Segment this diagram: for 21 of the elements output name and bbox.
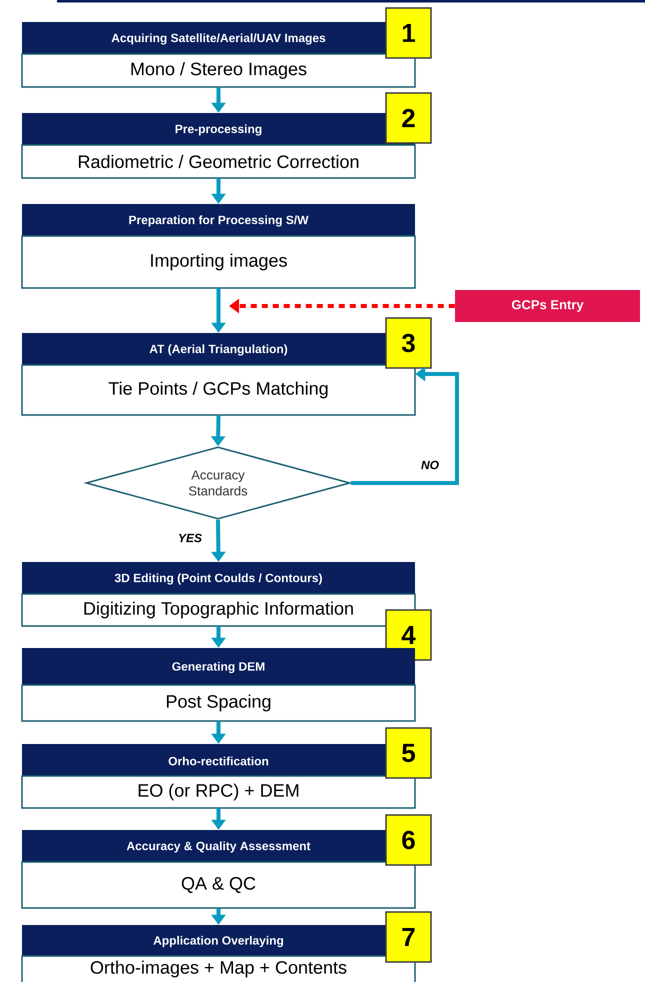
edge-label: YES xyxy=(177,532,203,544)
edge-label: NO xyxy=(420,460,440,470)
input-tag: GCPs Entry xyxy=(455,290,640,322)
node-label: Post Spacing xyxy=(166,694,270,712)
process-box: 3D Editing (Point Coulds / Contours) Digitizing Topographic Information xyxy=(21,562,416,627)
node-label: EO (or RPC) + DEM xyxy=(138,784,298,800)
node-label: Pre-processing xyxy=(176,124,262,136)
node-label: Preparation for Processing S/W xyxy=(129,215,308,227)
step-number-badge: 2 xyxy=(385,92,432,144)
step-number-badge: 6 xyxy=(385,814,432,866)
step-number-badge: 1 xyxy=(385,7,432,59)
process-box: Generating DEM Post Spacing xyxy=(21,648,416,722)
node-label: Acquiring Satellite/Aerial/UAV Images xyxy=(112,33,326,45)
node-label: Digitizing Topographic Information xyxy=(84,602,353,618)
node-label: Application Overlaying xyxy=(153,936,284,948)
node-label: Accuracy & Quality Assessment xyxy=(126,841,310,853)
step-number-badge: 5 xyxy=(385,727,432,779)
step-number-badge: 7 xyxy=(385,911,432,963)
node-label: AT (Aerial Triangulation) xyxy=(150,344,288,356)
process-box: Preparation for Processing S/W Importing images xyxy=(21,204,416,289)
step-number-badge: 3 xyxy=(385,317,432,369)
